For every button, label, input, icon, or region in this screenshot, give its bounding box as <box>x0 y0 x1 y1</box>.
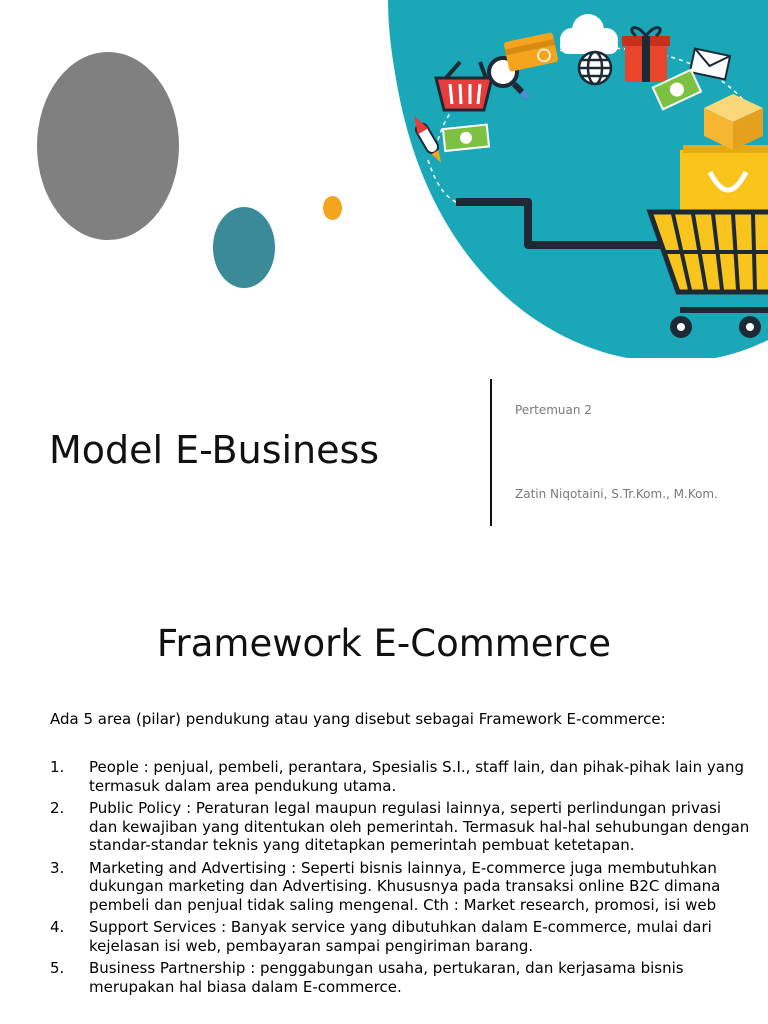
list-item: 2. Public Policy : Peraturan legal maupu… <box>50 799 750 855</box>
slide-1: Model E-Business Pertemuan 2 Zatin Niqot… <box>37 0 768 526</box>
list-item-number: 4. <box>50 918 65 936</box>
gray-ellipse-decoration <box>37 52 179 240</box>
list-item-text: Public Policy : Peraturan legal maupun r… <box>89 799 750 854</box>
intro-text: Ada 5 area (pilar) pendukung atau yang d… <box>50 710 666 728</box>
list-item-text: Support Services : Banyak service yang d… <box>89 918 712 955</box>
slide-2: Framework E-Commerce Ada 5 area (pilar) … <box>0 570 768 1024</box>
cloud-icon <box>560 14 618 54</box>
slide-title: Framework E-Commerce <box>156 622 612 665</box>
rocket-icon <box>414 115 441 163</box>
credit-card-icon <box>503 32 559 72</box>
list-item: 5. Business Partnership : penggabungan u… <box>50 959 750 996</box>
author-label: Zatin Niqotaini, S.Tr.Kom., M.Kom. <box>515 487 718 501</box>
banknote-icon <box>651 68 703 111</box>
vertical-divider <box>490 379 492 526</box>
shopping-cart-icon <box>646 209 768 338</box>
orange-ellipse-decoration <box>323 196 342 220</box>
list-item: 1. People : penjual, pembeli, perantara,… <box>50 758 750 795</box>
gift-box-icon <box>622 26 670 82</box>
shopping-bag-icon <box>680 145 768 220</box>
teal-ellipse-decoration <box>213 207 275 288</box>
parcel-box-icon <box>704 94 763 150</box>
banknote-icon <box>441 123 491 153</box>
shopping-basket-icon <box>434 60 494 112</box>
ecommerce-hero-illustration <box>388 0 768 358</box>
globe-icon <box>577 50 613 86</box>
list-item: 4. Support Services : Banyak service yan… <box>50 918 750 955</box>
list-item-number: 3. <box>50 858 65 877</box>
list-item-text: People : penjual, pembeli, perantara, Sp… <box>89 758 744 795</box>
envelope-icon <box>688 47 732 81</box>
framework-list: 1. People : penjual, pembeli, perantara,… <box>50 758 750 1000</box>
cart-frame <box>456 198 673 249</box>
presentation-title: Model E-Business <box>49 428 380 472</box>
list-item-text: Marketing and Advertising : Seperti bisn… <box>89 858 721 914</box>
list-item-text: Business Partnership : penggabungan usah… <box>89 959 684 996</box>
list-item-number: 2. <box>50 799 65 817</box>
list-item: 3. Marketing and Advertising : Seperti b… <box>50 859 750 915</box>
session-label: Pertemuan 2 <box>515 403 592 417</box>
list-item-number: 1. <box>50 758 65 776</box>
list-item-number: 5. <box>50 959 65 977</box>
